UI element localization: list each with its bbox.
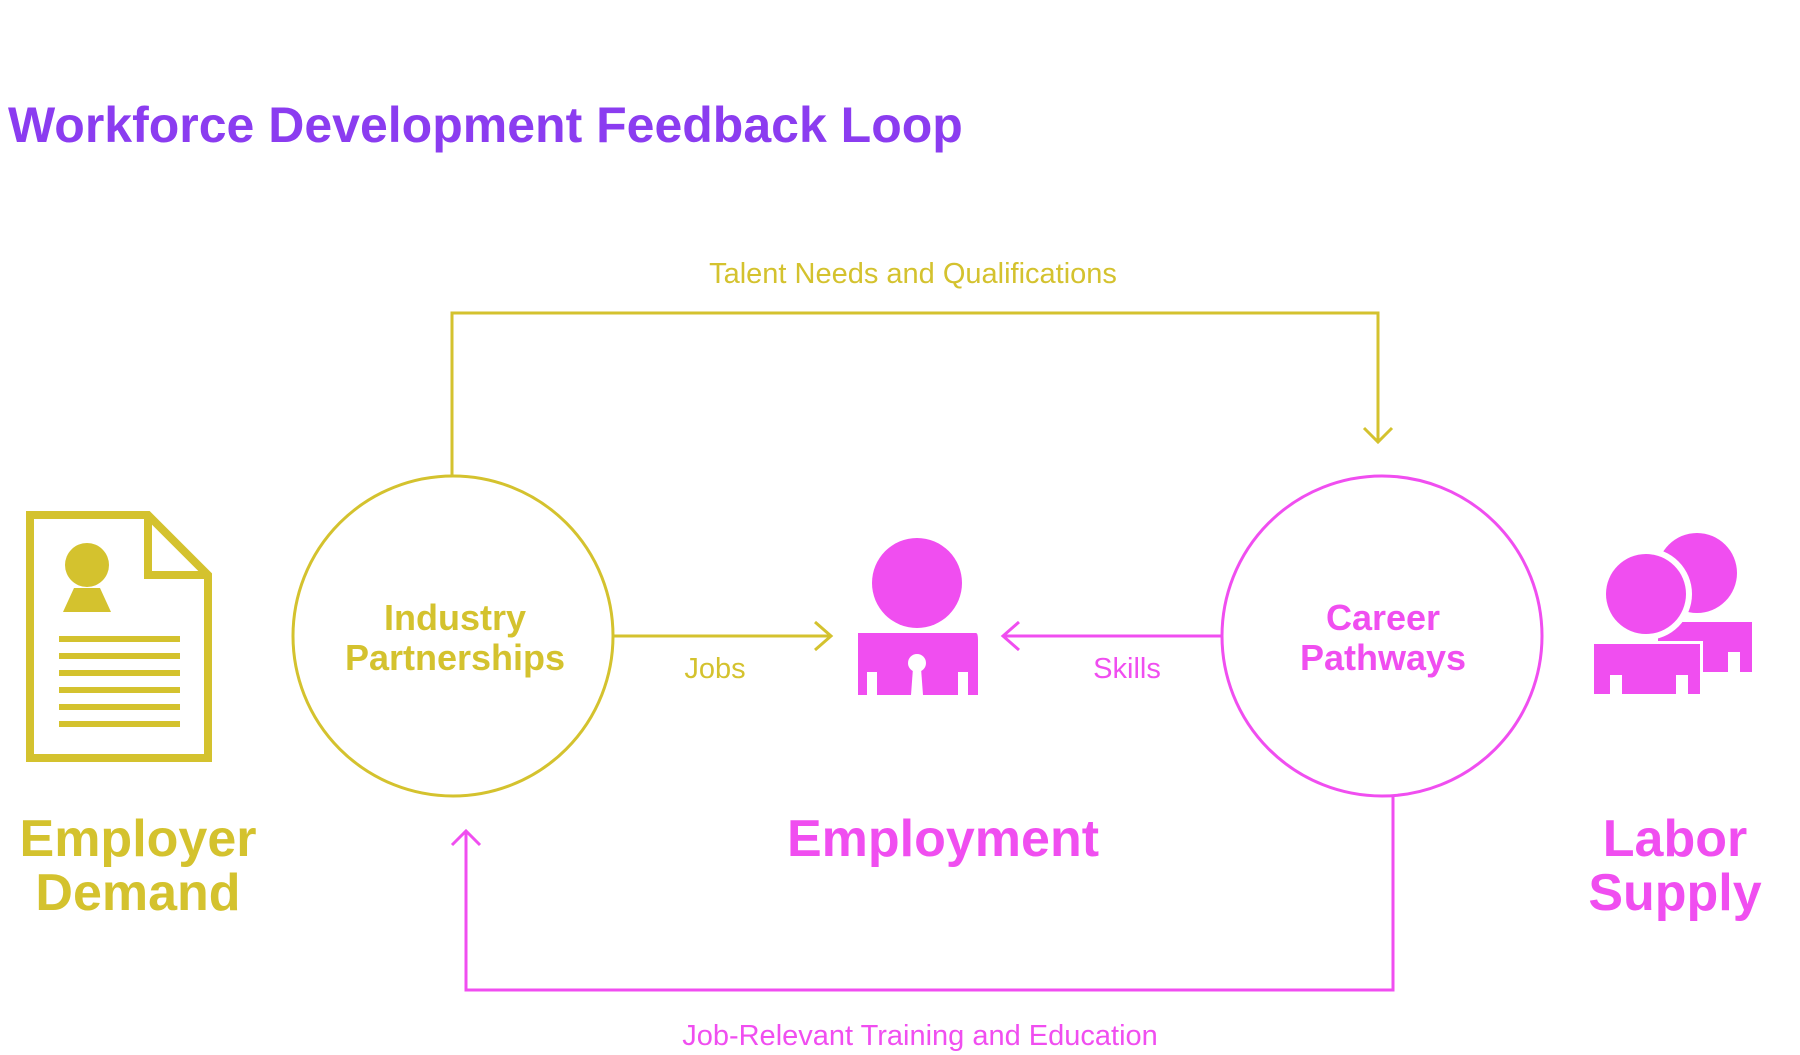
industry-partnerships-label: Industry Partnerships <box>345 598 565 678</box>
employment-label: Employment <box>786 810 1100 868</box>
jobs-arrowhead <box>814 620 834 652</box>
training-arrowhead <box>450 828 482 847</box>
diagram-title: Workforce Development Feedback Loop <box>8 97 963 153</box>
skills-arrowhead <box>1000 620 1020 652</box>
labor-supply-line2: Supply <box>1588 864 1762 922</box>
employer-demand-line2: Demand <box>35 864 241 922</box>
talent-needs-label: Talent Needs and Qualifications <box>709 258 1117 290</box>
career-pathways-label: Career Pathways <box>1300 598 1466 678</box>
labor-supply-label: Labor Supply <box>1588 812 1761 920</box>
people-group-icon <box>1591 533 1752 697</box>
labor-supply-line1: Labor <box>1602 810 1748 868</box>
career-pathways-line2: Pathways <box>1299 637 1467 678</box>
talent-needs-arrowhead <box>1362 426 1394 445</box>
training-connector <box>464 797 1395 992</box>
career-pathways-line1: Career <box>1325 597 1441 638</box>
talent-needs-connector <box>450 311 1380 475</box>
industry-partnerships-line1: Industry <box>383 597 527 638</box>
jobs-label: Jobs <box>684 653 746 685</box>
resume-document-icon <box>26 511 212 762</box>
industry-partnerships-line2: Partnerships <box>344 637 566 678</box>
skills-label: Skills <box>1093 653 1161 685</box>
worker-icon <box>858 538 978 695</box>
training-label: Job-Relevant Training and Education <box>682 1020 1158 1052</box>
employer-demand-label: Employer Demand <box>20 812 257 920</box>
employer-demand-line1: Employer <box>19 810 257 868</box>
